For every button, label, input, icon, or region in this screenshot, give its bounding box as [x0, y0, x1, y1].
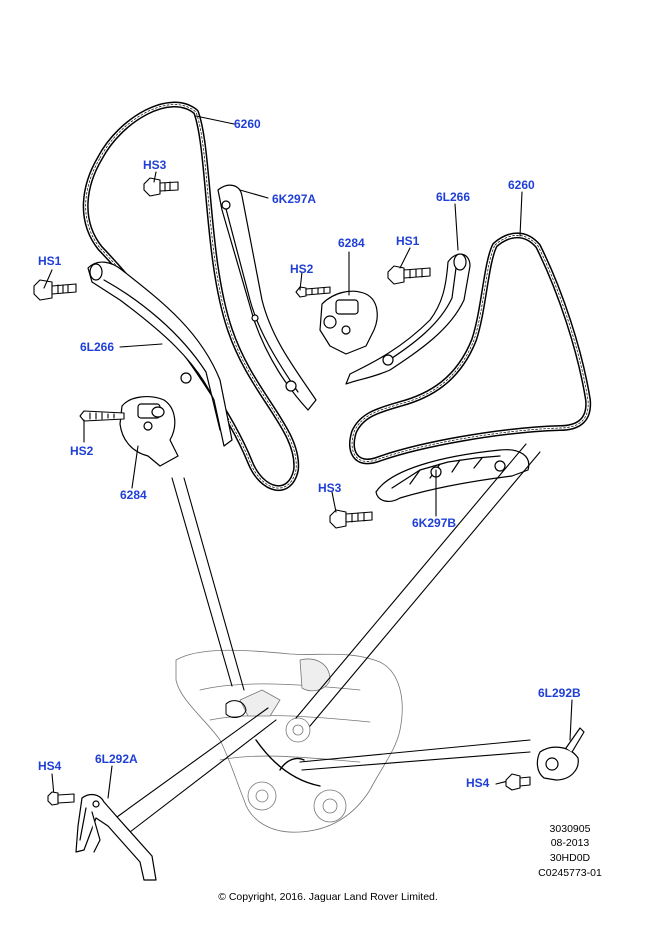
tensioner-right [319, 290, 378, 355]
bolt-hs3-upper [143, 177, 179, 197]
label-bracket-6l292b[interactable]: 6L292B [538, 686, 581, 700]
leader-lines [43, 115, 573, 833]
label-chain-left[interactable]: 6260 [234, 117, 261, 131]
label-guide-6k297a[interactable]: 6K297A [272, 192, 317, 206]
bolt-hs4-left [47, 791, 75, 806]
label-tensioner-left[interactable]: 6284 [120, 488, 147, 502]
timing-chain-right [349, 232, 592, 465]
bolt-hs2-left [79, 410, 125, 422]
label-hs4-left[interactable]: HS4 [38, 759, 62, 773]
label-hs3-upper[interactable]: HS3 [143, 158, 167, 172]
tensioner-arm-left [87, 261, 233, 447]
bracket-right [536, 727, 585, 781]
tensioner-arm-right [345, 253, 471, 385]
ref-code: 30HD0D [549, 852, 591, 864]
label-bracket-6l292a[interactable]: 6L292A [95, 752, 138, 766]
ref-date: 08-2013 [550, 837, 590, 849]
label-tensioner-arm-right[interactable]: 6L266 [436, 190, 471, 204]
ref-illustration-id: C0245773-01 [538, 867, 602, 879]
bracket-left [75, 793, 157, 881]
label-hs2-left[interactable]: HS2 [70, 444, 94, 458]
label-guide-6k297b[interactable]: 6K297B [412, 516, 457, 530]
timing-chain-left [82, 101, 300, 491]
label-hs4-right[interactable]: HS4 [466, 776, 490, 790]
bolt-hs1-right [387, 265, 431, 285]
bolt-hs3-lower [329, 509, 373, 529]
label-hs2-right[interactable]: HS2 [290, 262, 314, 276]
bolt-hs2-right [295, 286, 331, 298]
bolt-hs4-right [505, 773, 531, 791]
label-tensioner-arm-left[interactable]: 6L266 [80, 340, 115, 354]
bolt-hs1-left [33, 279, 77, 301]
ref-number: 3030905 [549, 823, 591, 835]
label-hs1-right[interactable]: HS1 [396, 234, 420, 248]
fixed-chain-guide-right [375, 449, 530, 502]
tensioner-left [119, 396, 179, 467]
copyright-notice: © Copyright, 2016. Jaguar Land Rover Lim… [218, 891, 438, 903]
fixed-chain-guide-left [217, 184, 317, 411]
label-hs3-lower[interactable]: HS3 [318, 481, 342, 495]
label-tensioner-right[interactable]: 6284 [338, 236, 365, 250]
label-hs1-left[interactable]: HS1 [38, 254, 62, 268]
label-chain-right[interactable]: 6260 [508, 178, 535, 192]
engine-overview [175, 649, 403, 833]
